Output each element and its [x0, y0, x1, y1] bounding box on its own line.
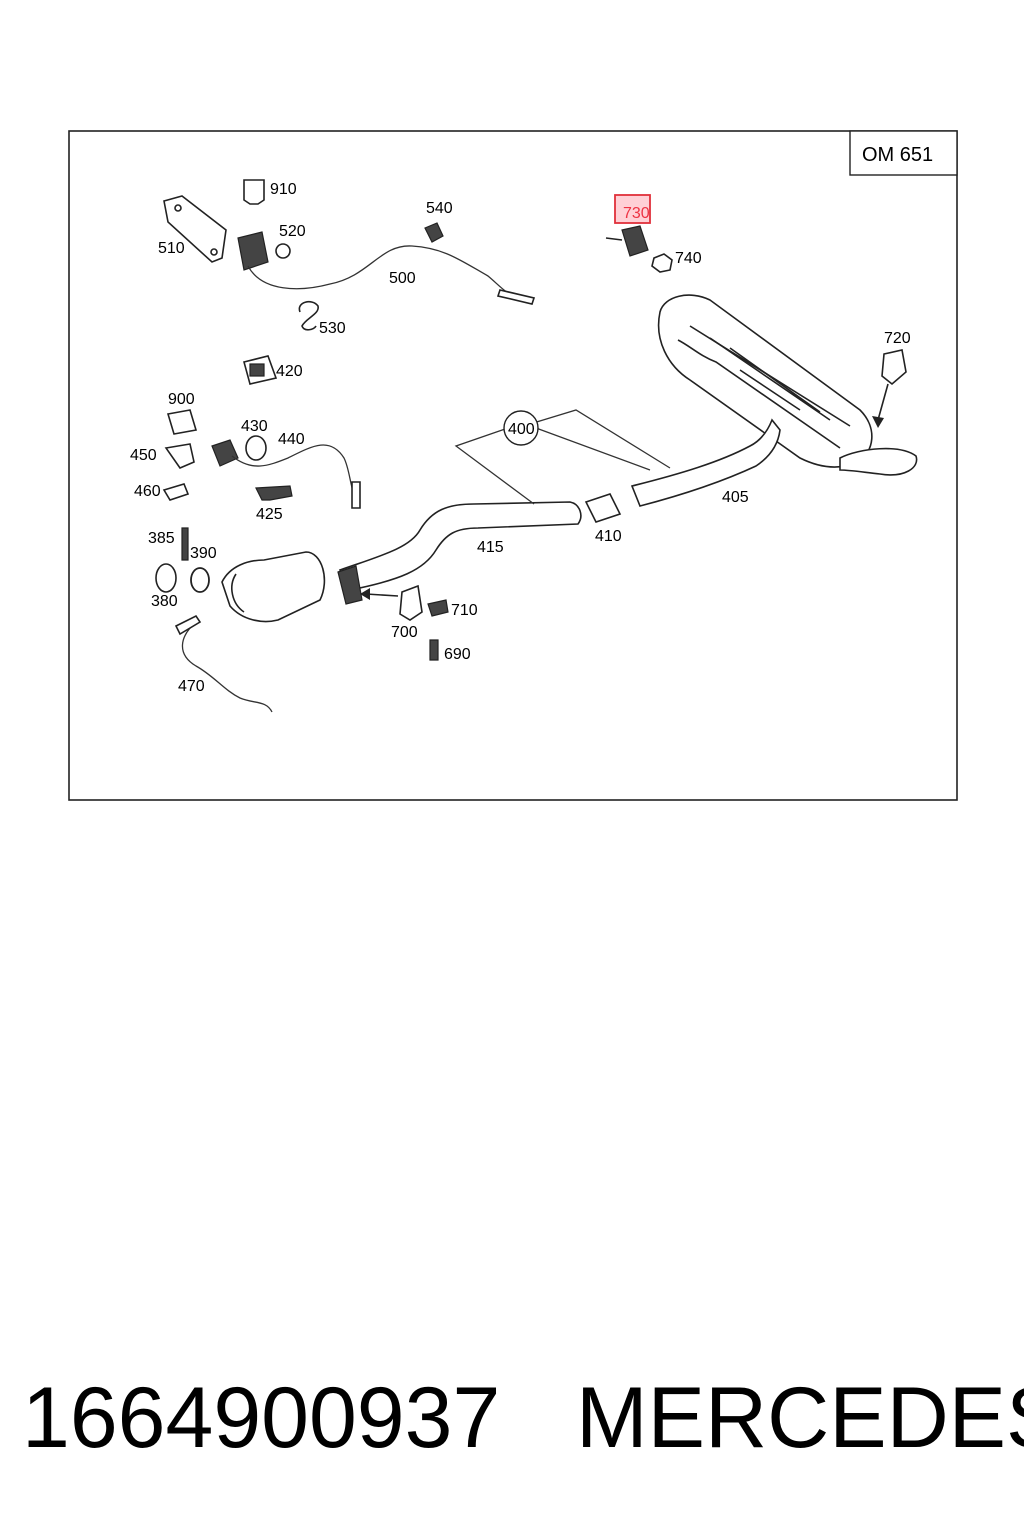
callout-710: 710: [451, 602, 478, 619]
engine-label: OM 651: [862, 144, 933, 166]
callout-500: 500: [389, 270, 416, 287]
gasket-390: [190, 567, 210, 593]
sensor-probe-470: [174, 614, 202, 636]
callout-400-circle: [503, 410, 539, 446]
callout-390: 390: [190, 545, 217, 562]
pipe-405: [630, 418, 781, 507]
sensor-wire-470: [181, 621, 273, 713]
callout-740: 740: [675, 250, 702, 267]
callout-425: 425: [256, 506, 283, 523]
clamp-530: [298, 300, 319, 331]
callout-690: 690: [444, 646, 471, 663]
bracket-710: [427, 599, 449, 617]
sensor-probe-440: [351, 481, 361, 509]
sensor-wire-500: [247, 245, 517, 297]
callout-700: 700: [391, 624, 418, 641]
callout-440: 440: [278, 431, 305, 448]
engine-label-box: [849, 130, 958, 176]
hanger-700: [399, 584, 423, 621]
callout-910: 910: [270, 181, 297, 198]
hanger-720: [881, 349, 907, 386]
tailpipe: [839, 447, 918, 476]
bracket-730: [621, 225, 649, 257]
callout-400-leader: [454, 409, 671, 505]
callout-530: 530: [319, 320, 346, 337]
sensor-wire-440: [231, 444, 357, 499]
flange-340: [337, 565, 363, 605]
sensor-module: [237, 231, 269, 271]
callout-470: 470: [178, 678, 205, 695]
sleeve-410: [584, 493, 622, 523]
bolt-690: [429, 639, 439, 661]
nut-520: [275, 243, 291, 259]
bolt-385: [181, 527, 189, 561]
callout-510: 510: [158, 240, 185, 257]
callout-720: 720: [884, 330, 911, 347]
callout-430: 430: [241, 418, 268, 435]
callout-520: 520: [279, 223, 306, 240]
highlight-box-730: [614, 194, 651, 224]
grommet-460: [162, 483, 190, 501]
pipe-415: [338, 501, 582, 591]
sensor-probe-500: [496, 289, 536, 305]
callout-400: 400: [508, 421, 535, 438]
callout-405: 405: [722, 489, 749, 506]
callout-415: 415: [477, 539, 504, 556]
clip-425: [255, 485, 293, 501]
callout-900: 900: [168, 391, 195, 408]
callout-460: 460: [134, 483, 161, 500]
bracket-450: [164, 443, 195, 469]
diagram-frame: [68, 130, 958, 801]
bracket-510: [163, 195, 227, 263]
catalytic-converter: [221, 551, 326, 623]
callout-540: 540: [426, 200, 453, 217]
callout-385: 385: [148, 530, 175, 547]
part-number: 1664900937: [22, 1370, 501, 1466]
brand-name: MERCEDES: [576, 1370, 1024, 1466]
callout-420: 420: [276, 363, 303, 380]
label-tag-910: [243, 179, 265, 205]
label-tag-900: [166, 409, 198, 435]
clip-540: [424, 222, 444, 243]
clamp-380: [155, 563, 177, 593]
callout-380: 380: [151, 593, 178, 610]
callout-410: 410: [595, 528, 622, 545]
callout-730-highlighted: 730: [623, 205, 650, 222]
callout-450: 450: [130, 447, 157, 464]
sensor-module-440: [211, 439, 239, 467]
grommet-430: [245, 435, 267, 461]
nut-740: [651, 253, 673, 273]
